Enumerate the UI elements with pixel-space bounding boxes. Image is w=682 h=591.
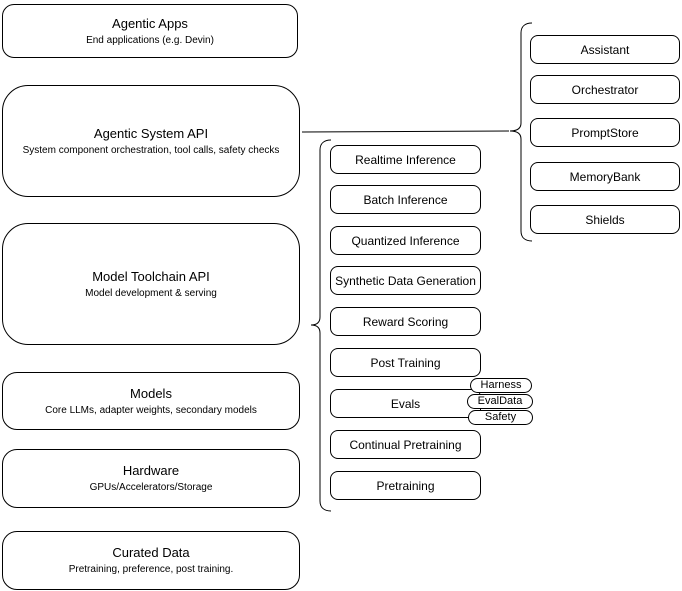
node-post-training: Post Training bbox=[330, 348, 481, 377]
node-assistant: Assistant bbox=[530, 35, 680, 64]
node-subtitle: System component orchestration, tool cal… bbox=[22, 144, 280, 156]
node-pretraining: Pretraining bbox=[330, 471, 481, 500]
tag-safety: Safety bbox=[468, 410, 533, 425]
node-subtitle: End applications (e.g. Devin) bbox=[86, 34, 214, 46]
node-continual-pretraining: Continual Pretraining bbox=[330, 430, 481, 459]
node-orchestrator: Orchestrator bbox=[530, 75, 680, 104]
node-subtitle: GPUs/Accelerators/Storage bbox=[89, 482, 213, 493]
node-agentic-system-api: Agentic System API System component orch… bbox=[2, 85, 300, 197]
node-title: Curated Data bbox=[112, 545, 190, 560]
tag-evaldata: EvalData bbox=[467, 394, 533, 409]
node-subtitle: Model development & serving bbox=[85, 287, 217, 299]
tag-harness: Harness bbox=[470, 378, 532, 393]
node-evals: Evals bbox=[330, 389, 481, 418]
node-title: Hardware bbox=[122, 463, 180, 478]
node-reward-scoring: Reward Scoring bbox=[330, 307, 481, 336]
node-synthetic-data-generation: Synthetic Data Generation bbox=[330, 266, 481, 295]
node-memorybank: MemoryBank bbox=[530, 162, 680, 191]
node-agentic-apps: Agentic Apps End applications (e.g. Devi… bbox=[2, 4, 298, 58]
node-model-toolchain-api: Model Toolchain API Model development & … bbox=[2, 223, 300, 345]
node-subtitle: Core LLMs, adapter weights, secondary mo… bbox=[45, 404, 257, 416]
node-models: Models Core LLMs, adapter weights, secon… bbox=[2, 372, 300, 430]
node-quantized-inference: Quantized Inference bbox=[330, 226, 481, 255]
node-promptstore: PromptStore bbox=[530, 118, 680, 147]
system-api-connector-line bbox=[301, 130, 510, 133]
node-title: Models bbox=[130, 385, 172, 401]
node-title: Agentic System API bbox=[93, 125, 209, 141]
node-realtime-inference: Realtime Inference bbox=[330, 145, 481, 174]
node-hardware: Hardware GPUs/Accelerators/Storage bbox=[2, 449, 300, 508]
node-curated-data: Curated Data Pretraining, preference, po… bbox=[2, 531, 300, 590]
node-subtitle: Pretraining, preference, post training. bbox=[68, 564, 234, 575]
system-brace bbox=[509, 22, 533, 242]
node-title: Agentic Apps bbox=[112, 15, 188, 31]
node-title: Model Toolchain API bbox=[92, 268, 210, 284]
node-shields: Shields bbox=[530, 205, 680, 234]
node-batch-inference: Batch Inference bbox=[330, 185, 481, 214]
toolchain-brace bbox=[310, 139, 332, 512]
